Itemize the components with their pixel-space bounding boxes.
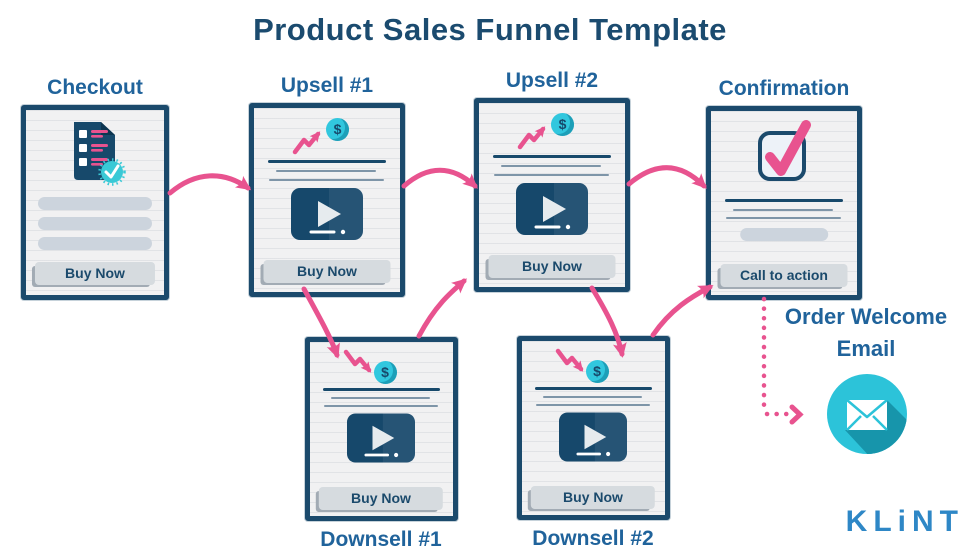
envelope-icon — [827, 374, 907, 454]
dollar-coin-icon: $ — [551, 113, 574, 136]
buy-now-button: Buy Now — [488, 255, 616, 278]
buy-now-button: Buy Now — [530, 486, 656, 509]
text-bar — [740, 228, 828, 241]
trend-down-icon — [343, 349, 371, 373]
text-rule — [535, 404, 650, 406]
text-rule — [542, 396, 642, 398]
dollar-symbol: $ — [381, 364, 389, 380]
arrow-downsell2-to-confirmation — [650, 284, 714, 338]
video-player-icon — [291, 188, 363, 240]
buy-now-button: Buy Now — [318, 487, 444, 510]
dollar-coin-icon: $ — [585, 360, 609, 383]
video-player-icon — [516, 183, 588, 235]
confirmation-label: Confirmation — [718, 77, 850, 100]
buy-now-button: Buy Now — [34, 262, 156, 285]
text-rule — [323, 405, 438, 407]
checklist-document-icon — [74, 122, 126, 186]
headline-rule — [268, 160, 386, 163]
node-downsell2: $ Buy Now Downsell #2 — [514, 336, 672, 551]
upsell2-label: Upsell #2 — [505, 69, 599, 92]
headline-rule — [534, 387, 652, 390]
checkout-page: Buy Now — [21, 105, 169, 300]
video-player-icon — [559, 412, 627, 462]
arrow-upsell2-to-confirmation — [626, 165, 707, 189]
text-bar — [38, 217, 152, 230]
trend-up-icon — [292, 131, 321, 155]
email-label-line1: Order Welcome — [784, 304, 948, 329]
text-rule — [330, 397, 430, 399]
upsell1-label: Upsell #1 — [280, 74, 374, 97]
headline-rule — [322, 388, 440, 391]
node-downsell1: $ Buy Now Downsell #1 — [302, 337, 460, 551]
arrow-upsell1-to-upsell2 — [401, 167, 478, 189]
text-rule — [494, 174, 609, 176]
trend-up-icon — [517, 126, 546, 150]
downsell2-label: Downsell #2 — [532, 527, 654, 550]
dollar-symbol: $ — [558, 116, 567, 132]
text-rule — [733, 209, 833, 211]
arrow-checkout-to-upsell1 — [167, 173, 252, 196]
email-label: Order Welcome Email — [756, 301, 976, 365]
buy-now-button: Buy Now — [263, 260, 391, 283]
placeholder-text-bars — [38, 197, 152, 257]
text-bar — [38, 197, 152, 210]
arrow-downsell1-to-upsell2 — [416, 278, 468, 339]
checkbox-checked-icon — [758, 120, 811, 181]
checkout-label: Checkout — [47, 76, 143, 99]
headline-rule — [725, 199, 843, 202]
verified-badge-icon — [98, 158, 126, 186]
confirmation-page: Call to action — [706, 106, 862, 300]
text-bar — [38, 237, 152, 250]
text-rule — [276, 170, 376, 172]
downsell1-page: $ Buy Now — [304, 337, 458, 521]
klint-logo: KLiNT — [845, 505, 964, 538]
text-rule — [726, 217, 841, 219]
headline-rule — [493, 155, 611, 158]
dollar-coin-icon: $ — [373, 361, 397, 384]
upsell1-page: $ Buy Now — [249, 103, 405, 297]
dollar-symbol: $ — [333, 121, 342, 137]
email-label-line2: Email — [836, 336, 896, 361]
node-confirmation: Confirmation Call to action — [705, 76, 863, 300]
downsell2-page: $ Buy Now — [516, 336, 670, 520]
node-upsell2: Upsell #2 $ Buy Now — [473, 68, 631, 292]
downsell1-label: Downsell #1 — [320, 528, 442, 551]
video-player-icon — [347, 413, 415, 463]
upsell2-page: $ Buy Now — [474, 98, 630, 292]
dollar-symbol: $ — [593, 363, 601, 379]
dollar-coin-icon: $ — [326, 118, 349, 141]
call-to-action-button: Call to action — [720, 264, 848, 287]
node-checkout: Checkout — [20, 75, 170, 300]
trend-down-icon — [555, 348, 583, 372]
text-rule — [501, 165, 601, 167]
text-rule — [269, 179, 384, 181]
node-upsell1: Upsell #1 $ Buy Now — [248, 73, 406, 297]
page-title: Product Sales Funnel Template — [253, 12, 727, 47]
